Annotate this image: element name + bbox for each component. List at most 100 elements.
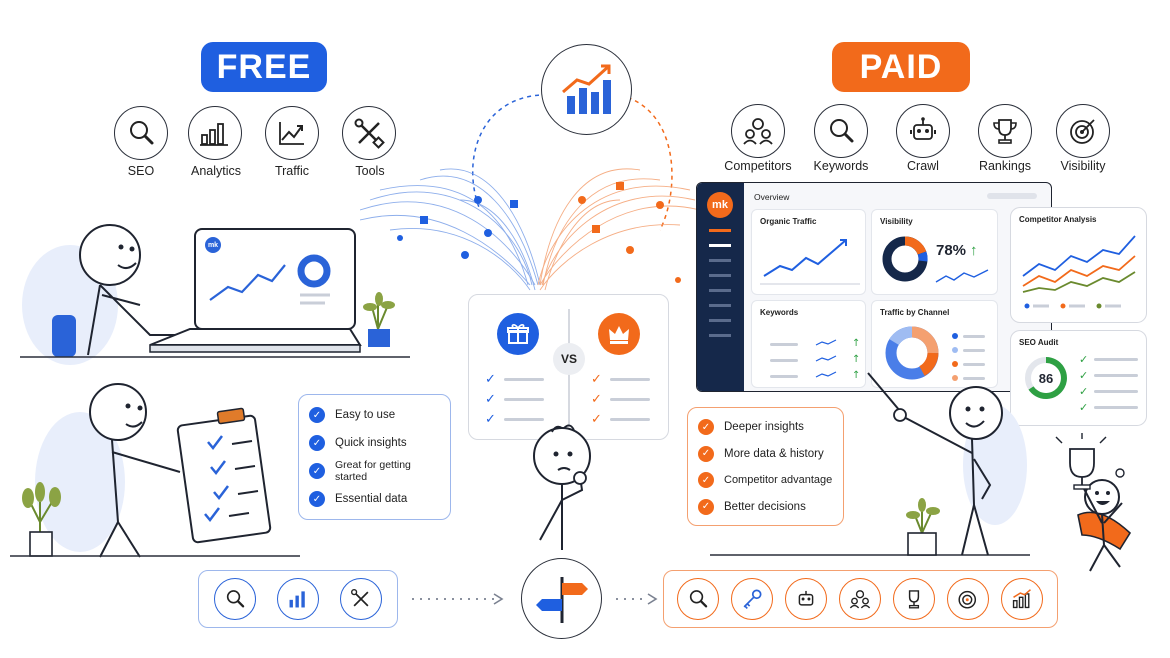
rankings-label: Rankings: [978, 159, 1032, 173]
keywords-panel[interactable]: Keywords ↑ ↑ ↑: [751, 300, 866, 388]
competitors-label: Competitors: [724, 159, 792, 173]
tools-label: Tools: [355, 164, 385, 178]
placeholder-line: [770, 343, 798, 346]
growth-bar-chart-icon[interactable]: [1001, 578, 1043, 620]
check-icon: ✓: [698, 472, 714, 489]
channel-legend: [952, 329, 985, 385]
vs-label: VS: [560, 352, 577, 366]
laptop-logo: mk: [205, 237, 221, 253]
trend-up-icon: ↑: [970, 242, 978, 259]
gift-icon: [497, 313, 539, 355]
free-benefit-text: Easy to use: [335, 409, 396, 421]
free-user-clipboard-illustration: [10, 383, 300, 558]
target-icon[interactable]: [947, 578, 989, 620]
crown-icon: [598, 313, 640, 355]
magnifier-icon[interactable]: [677, 578, 719, 620]
free-benefit-item: ✓Easy to use: [309, 401, 440, 429]
sidebar-nav-item[interactable]: [709, 244, 731, 247]
check-icon: ✓: [485, 371, 496, 386]
free-benefit-item: ✓ Essential data: [309, 485, 440, 513]
placeholder-line: [503, 397, 544, 401]
dashboard-sidebar: mk: [697, 183, 744, 391]
check-icon: ✓: [309, 463, 325, 479]
thinking-user-illustration: [533, 424, 591, 550]
visibility-panel[interactable]: Visibility 78%↑: [871, 209, 998, 295]
paid-benefit-text: Competitor advantage: [724, 474, 833, 487]
growth-chart-icon: [561, 64, 611, 114]
free-benefits-card: ✓Easy to use ✓Quick insights ✓Great for …: [298, 394, 451, 520]
sidebar-nav-item[interactable]: [709, 319, 731, 322]
dashboard-overview-title: Overview: [754, 192, 790, 202]
sidebar-nav-item[interactable]: [709, 259, 731, 262]
free-benefit-text: Essential data: [335, 493, 408, 505]
svg-text:↑: ↑: [852, 354, 860, 365]
tools-icon[interactable]: [340, 578, 382, 620]
seo-icon: [114, 106, 168, 160]
placeholder-line: [609, 417, 650, 421]
analytics-label: Analytics: [190, 164, 242, 178]
svg-text:↑: ↑: [852, 370, 860, 381]
competitors-icon: [731, 104, 785, 158]
paid-user-pointing-illustration: [710, 372, 1132, 572]
crawl-label: Crawl: [907, 159, 939, 173]
check-icon: ✓: [309, 491, 325, 507]
signpost-icon: [521, 558, 602, 639]
seo-audit-score: 86: [1038, 371, 1054, 386]
vs-comparison-card: VS ✓ ✓ ✓ ✓ ✓ ✓: [468, 294, 669, 440]
visibility-panel-title: Visibility: [880, 217, 913, 226]
free-checklist-mini: ✓ ✓ ✓: [485, 369, 544, 429]
growth-chart-badge: [541, 44, 632, 135]
people-icon[interactable]: [839, 578, 881, 620]
analytics-icon: [188, 106, 242, 160]
organic-traffic-title: Organic Traffic: [760, 217, 817, 226]
vs-badge: VS: [553, 343, 585, 375]
visibility-donut: [882, 236, 928, 282]
competitor-analysis-panel[interactable]: Competitor Analysis: [1010, 207, 1147, 323]
free-tools-strip: [198, 570, 398, 628]
laptop-logo-text: mk: [207, 241, 219, 249]
sidebar-nav-item[interactable]: [709, 274, 731, 277]
check-icon: ✓: [698, 445, 714, 462]
competitor-analysis-title: Competitor Analysis: [1019, 215, 1097, 224]
paid-benefits-card: ✓ Deeper insights ✓ More data & history ✓ C…: [687, 407, 844, 526]
free-benefit-text: Quick insights: [335, 437, 407, 449]
keywords-panel-title: Keywords: [760, 308, 799, 317]
robot-icon[interactable]: [785, 578, 827, 620]
check-icon: ✓: [591, 371, 602, 386]
paid-tools-strip: [663, 570, 1058, 628]
sidebar-nav-item[interactable]: [709, 229, 731, 232]
placeholder-line: [770, 375, 798, 378]
dashboard-top-actions[interactable]: [987, 193, 1037, 199]
sidebar-nav-item[interactable]: [709, 289, 731, 292]
check-icon: ✓: [485, 391, 496, 406]
paid-checklist-mini: ✓ ✓ ✓: [591, 369, 650, 429]
paid-benefit-text: Deeper insights: [724, 421, 804, 434]
paid-badge-label: PAID: [859, 47, 943, 86]
dotted-arrow-right: [616, 593, 658, 605]
check-icon: ✓: [591, 411, 602, 426]
seo-audit-panel[interactable]: SEO Audit 86 ✓ ✓ ✓ ✓: [1010, 330, 1147, 426]
free-benefit-item: ✓Quick insights: [309, 429, 440, 457]
organic-traffic-panel[interactable]: Organic Traffic: [751, 209, 866, 295]
paid-benefit-text: More data & history: [724, 447, 824, 460]
visibility-label: Visibility: [1060, 159, 1106, 173]
competitor-analysis-chart: [1022, 235, 1136, 309]
free-benefit-text: Great for getting started: [335, 459, 411, 483]
placeholder-line: [609, 377, 650, 381]
sidebar-nav-item[interactable]: [709, 304, 731, 307]
trophy-icon[interactable]: [893, 578, 935, 620]
traffic-by-channel-panel[interactable]: Traffic by Channel: [871, 300, 998, 388]
check-icon: ✓: [698, 498, 714, 515]
svg-text:↑: ↑: [852, 338, 860, 349]
organic-traffic-line-chart: [760, 239, 860, 285]
keywords-trend-rows: ↑ ↑ ↑: [815, 338, 860, 381]
dotted-arrow-left: [412, 593, 504, 605]
paid-benefit-item: ✓Better decisions: [698, 494, 833, 521]
free-badge-label: FREE: [216, 47, 312, 86]
key-icon[interactable]: [731, 578, 773, 620]
magnifier-icon[interactable]: [214, 578, 256, 620]
sidebar-nav-item[interactable]: [709, 334, 731, 337]
placeholder-line: [503, 417, 544, 421]
bar-chart-icon[interactable]: [277, 578, 319, 620]
check-icon: ✓: [485, 411, 496, 426]
